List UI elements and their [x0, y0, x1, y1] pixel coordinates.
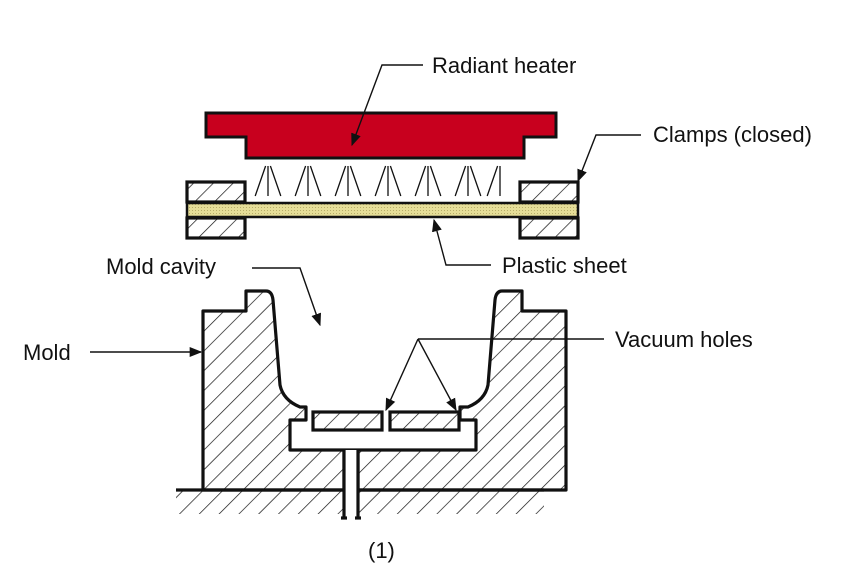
heat-ray — [349, 165, 362, 197]
heat-ray — [309, 165, 322, 197]
vacuum-pipe — [341, 450, 361, 520]
heat-ray — [269, 165, 282, 197]
heat-ray — [486, 165, 499, 197]
ground — [176, 488, 544, 514]
heat-ray — [374, 165, 387, 197]
label-clamps: Clamps (closed) — [653, 122, 812, 147]
heat-ray — [414, 165, 427, 197]
heat-ray — [469, 165, 482, 197]
figure-caption: (1) — [368, 538, 395, 563]
heat-ray — [389, 165, 402, 197]
label-mold: Mold — [23, 340, 71, 365]
mold — [201, 289, 568, 492]
vacuum-holes-leader-b — [417, 338, 457, 412]
heat-ray — [254, 165, 267, 197]
clamp-right — [518, 180, 580, 240]
vacuum-plate-right — [388, 410, 461, 432]
clamps-leader — [577, 134, 641, 183]
heat-ray — [454, 165, 467, 197]
vacuum-plate-left — [311, 410, 384, 432]
label-vacuum-holes: Vacuum holes — [615, 327, 753, 352]
radiant-heater — [204, 111, 558, 160]
plastic-sheet-leader — [432, 218, 491, 266]
vacuum-holes-leader-a — [385, 338, 419, 412]
radiant-heater-leader — [351, 64, 423, 147]
heat-rays — [254, 165, 501, 197]
label-plastic-sheet: Plastic sheet — [502, 253, 627, 278]
plastic-sheet — [185, 201, 580, 219]
heat-ray — [429, 165, 442, 197]
mold-cavity-leader — [252, 267, 322, 327]
label-mold-cavity: Mold cavity — [106, 254, 216, 279]
label-radiant-heater: Radiant heater — [432, 53, 576, 78]
heat-ray — [334, 165, 347, 197]
heat-ray — [294, 165, 307, 197]
